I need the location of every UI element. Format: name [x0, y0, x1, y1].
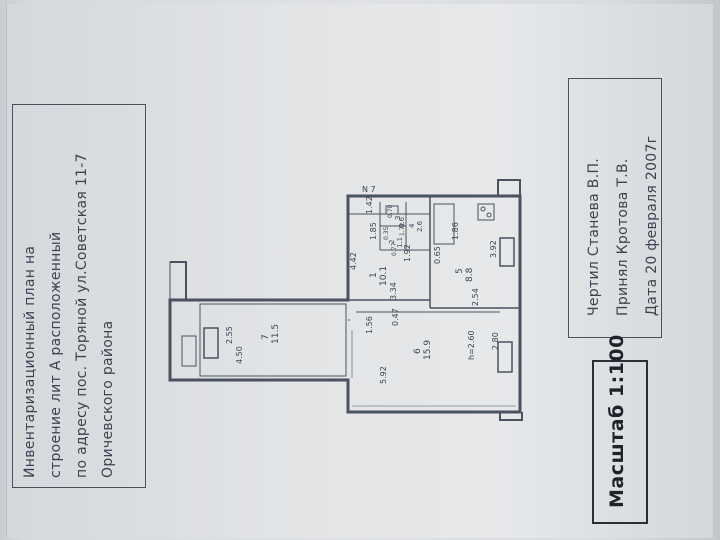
- stove: [477, 203, 495, 221]
- dim-192: 1.92: [403, 244, 412, 262]
- dim-156: 1.56: [365, 316, 374, 334]
- dim-142: 1.42: [365, 196, 374, 214]
- dim-442: 4.42: [349, 252, 358, 270]
- room-7-number: 7: [261, 334, 271, 340]
- scale-box: [592, 360, 648, 524]
- window-right: [497, 341, 513, 373]
- room-6-area: 15.9: [423, 340, 433, 360]
- dim-h260: h=2.60: [467, 330, 476, 360]
- window-left: [203, 327, 219, 359]
- top-chimney: [497, 179, 521, 196]
- room-4-area: 2.6: [416, 220, 424, 232]
- room-5-number: 5: [455, 268, 465, 274]
- room-6-number: 6: [413, 348, 423, 354]
- room-4-number: 4: [408, 223, 416, 228]
- outer-wall: [168, 194, 522, 414]
- dim-070: 0.70: [387, 204, 394, 218]
- dim-334: 3.34: [389, 282, 398, 300]
- dim-047: 0.47: [391, 308, 400, 326]
- dim-450: 4.50: [235, 346, 244, 364]
- room-7-area: 11.5: [271, 324, 281, 344]
- dim-186: 1.86: [451, 222, 460, 240]
- dim-392: 3.92: [489, 240, 498, 258]
- dim-592: 5.92: [379, 366, 388, 384]
- dim-185: 1.85: [369, 222, 378, 240]
- dim-065: 0.65: [433, 246, 442, 264]
- left-porch-wall: [170, 261, 187, 300]
- room-3-number: 3: [394, 216, 402, 220]
- window-room-5: [499, 237, 515, 267]
- signature-box: [568, 78, 662, 338]
- description-box: [12, 104, 146, 488]
- room-1-area: 10.1: [379, 266, 389, 286]
- room-3-area: 0.6: [398, 216, 406, 228]
- sink: [385, 205, 399, 215]
- bathtub: [433, 203, 455, 245]
- north-mark: N 7: [362, 185, 376, 194]
- dim-077: 0.77: [391, 242, 398, 256]
- dim-255: 2.55: [225, 326, 234, 344]
- room-5-area: 8.8: [465, 267, 475, 282]
- dim-172: 1.72: [399, 222, 406, 236]
- dim-280: 2.80: [491, 332, 500, 350]
- dim-254: 2.54: [471, 288, 480, 306]
- room-1-number: 1: [369, 272, 379, 278]
- dim-035: 0.35: [383, 226, 390, 240]
- room-2-area: 1.1: [396, 237, 404, 248]
- room-2-number: 2: [388, 240, 396, 244]
- document-sheet: [6, 4, 713, 538]
